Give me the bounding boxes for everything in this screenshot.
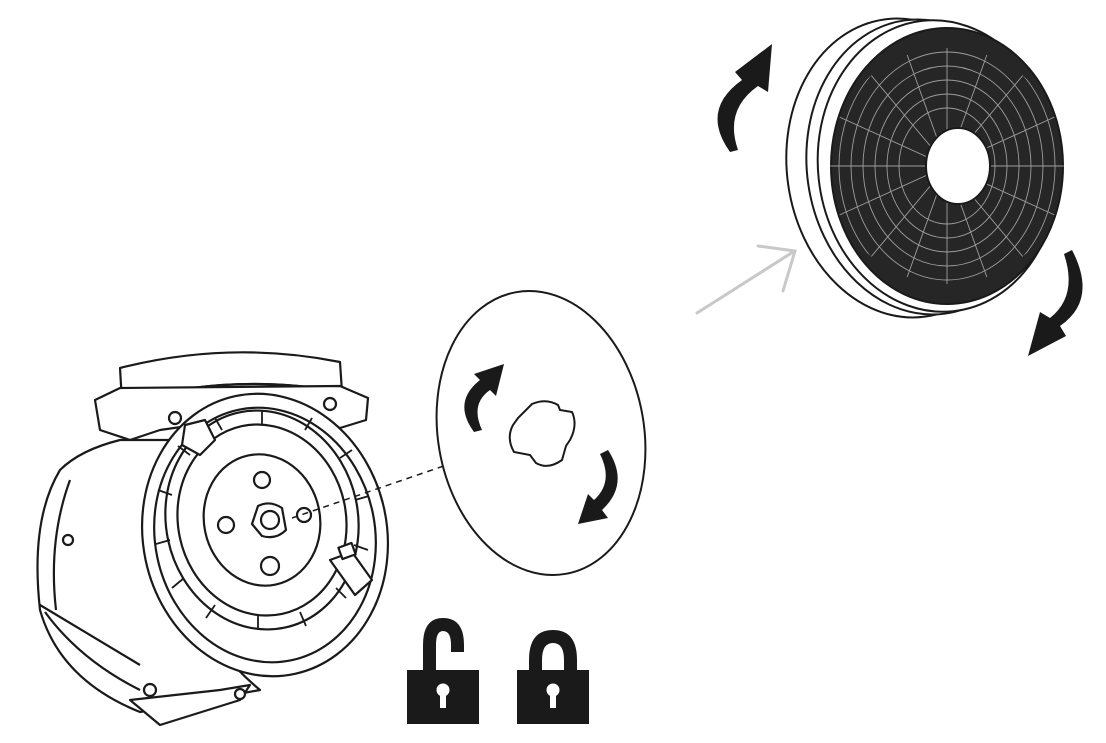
rotate-arrow-plate-top-icon <box>464 364 504 432</box>
adapter-plate-icon <box>435 290 647 576</box>
rotate-arrow-filter-bottom-icon <box>1028 250 1083 356</box>
blower-motor-icon <box>36 351 390 727</box>
padlock-open-icon <box>407 618 479 724</box>
rotate-arrow-filter-top-icon <box>717 44 772 152</box>
guide-arrow-icon <box>695 244 797 315</box>
padlock-closed-icon <box>517 630 589 724</box>
charcoal-filter-icon <box>785 17 1064 319</box>
rotate-arrow-plate-bottom-icon <box>578 450 618 524</box>
